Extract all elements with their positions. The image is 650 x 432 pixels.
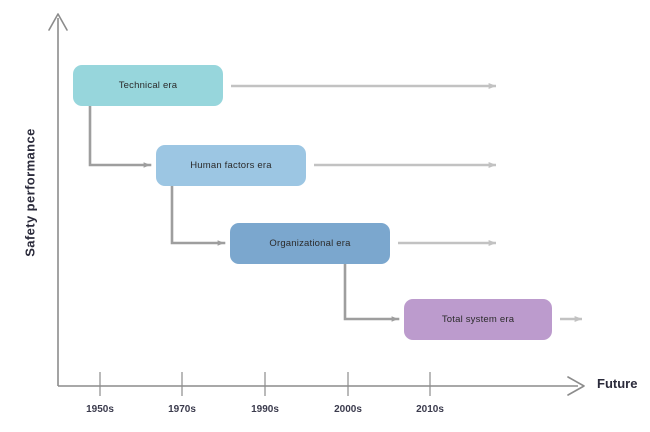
y-axis-title: Safety performance <box>22 128 38 257</box>
x-axis-end-label: Future <box>597 376 638 391</box>
x-axis-ticks <box>99 372 431 396</box>
era-label-total-system: Total system era <box>441 314 515 325</box>
era-continuation-arrows <box>231 83 583 322</box>
era-label-organizational: Organizational era <box>269 238 351 249</box>
connector-technical-to-human-factors <box>88 104 152 168</box>
x-axis <box>58 376 585 396</box>
era-box-organizational[interactable]: Organizational era <box>230 223 390 264</box>
era-label-technical: Technical era <box>118 80 178 91</box>
connector-organizational-to-total-system <box>343 262 400 322</box>
era-label-human-factors: Human factors era <box>190 160 272 171</box>
x-tick-label-2000s: 2000s <box>334 404 362 415</box>
era-box-total-system[interactable]: Total system era <box>404 299 552 340</box>
x-tick-label-1950s: 1950s <box>86 404 114 415</box>
x-axis-arrowhead <box>567 376 585 396</box>
connector-human-factors-to-organizational <box>170 184 226 246</box>
era-box-human-factors[interactable]: Human factors era <box>156 145 306 186</box>
y-axis-arrowhead <box>48 13 68 31</box>
x-tick-label-1970s: 1970s <box>168 404 196 415</box>
x-tick-label-2010s: 2010s <box>416 404 444 415</box>
x-tick-label-1990s: 1990s <box>251 404 279 415</box>
era-box-technical[interactable]: Technical era <box>73 65 223 106</box>
era-connectors <box>88 104 400 322</box>
y-axis <box>48 13 68 386</box>
